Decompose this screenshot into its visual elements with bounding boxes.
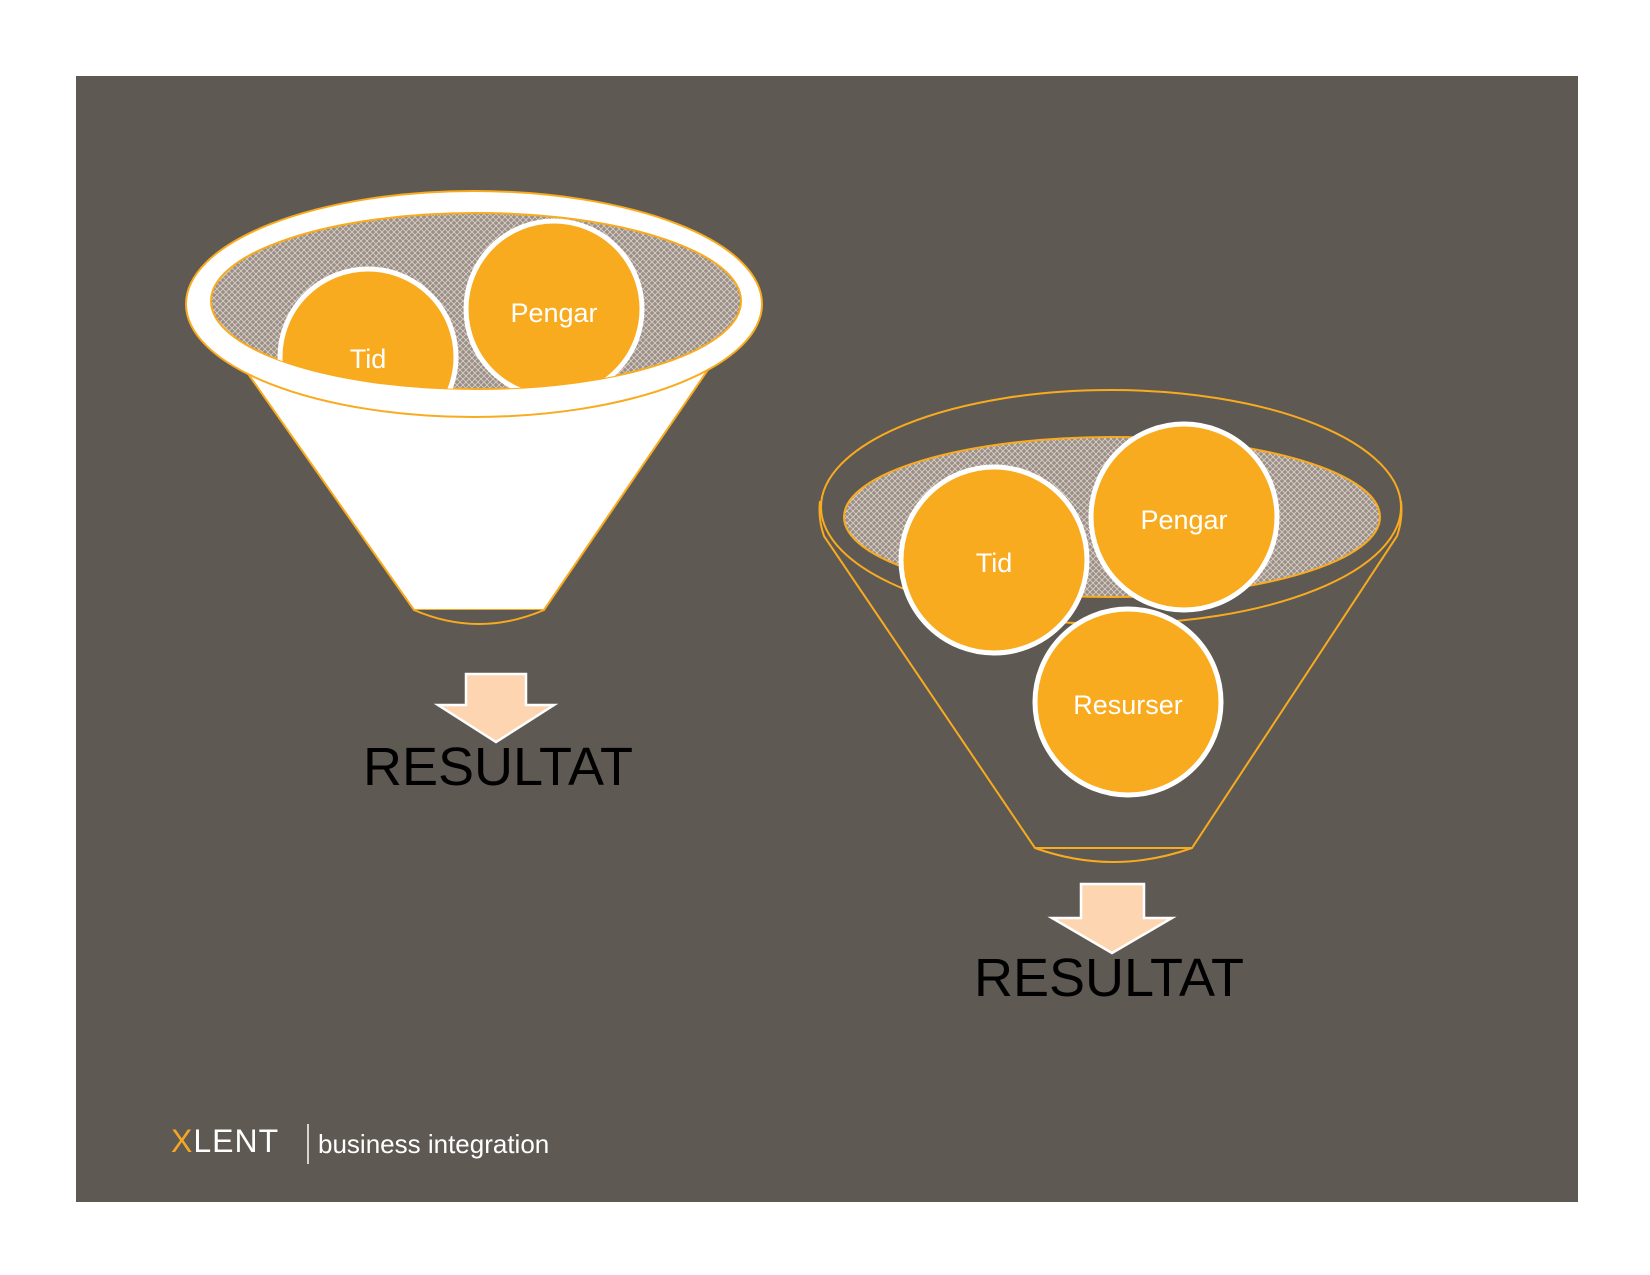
circle-label-resurser-right: Resurser	[1073, 690, 1183, 720]
funnel-right-spout	[1034, 847, 1193, 863]
funnel-left-spout	[413, 609, 545, 625]
xlent-logo: XLENT business integration	[171, 1123, 549, 1164]
circle-label-tid-left: Tid	[350, 344, 387, 374]
result-label-left: RESULTAT	[363, 737, 633, 797]
arrow-down-left-icon	[433, 672, 559, 744]
funnel-right: Tid Pengar Resurser RESULTAT	[818, 389, 1403, 1008]
logo-mark: XLENT	[171, 1123, 279, 1159]
funnel-left: Tid Pengar RESULTAT	[185, 190, 763, 797]
funnel-diagram: Tid Pengar RESULTAT Tid Pengar Resurser …	[171, 190, 1403, 1164]
circle-resurser-right	[1032, 606, 1224, 798]
circle-pengar-right	[1088, 421, 1280, 613]
circle-tid-right	[898, 464, 1090, 656]
logo-mark-first: X	[171, 1123, 193, 1159]
circle-label-pengar-right: Pengar	[1140, 505, 1227, 535]
circle-label-tid-right: Tid	[976, 548, 1013, 578]
circle-pengar-left	[463, 218, 645, 389]
circle-tid-left	[277, 266, 459, 389]
logo-mark-rest: LENT	[193, 1123, 279, 1159]
arrow-down-right-icon	[1047, 882, 1177, 955]
slide: Tid Pengar RESULTAT Tid Pengar Resurser …	[76, 76, 1578, 1202]
logo-tagline: business integration	[318, 1129, 549, 1159]
result-label-right: RESULTAT	[974, 948, 1244, 1008]
circle-label-pengar-left: Pengar	[510, 298, 597, 328]
